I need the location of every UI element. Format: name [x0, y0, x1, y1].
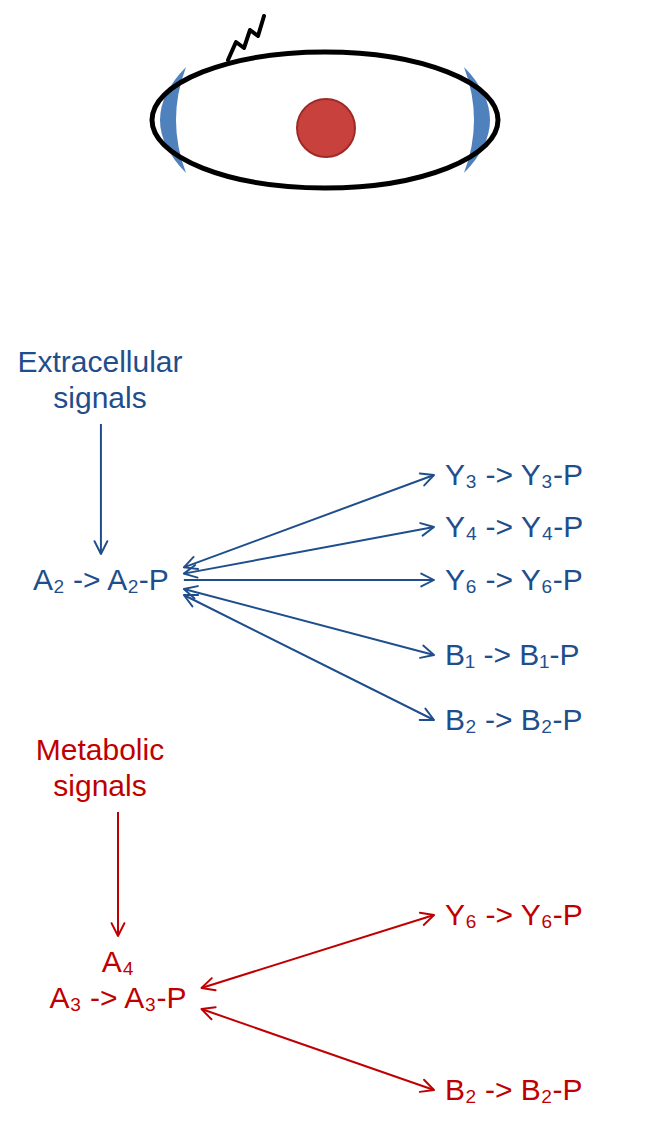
node-text: B₂ -> B₂-P — [445, 702, 583, 738]
signal-node: B₂ -> B₂-P — [442, 1070, 586, 1110]
signal-arrow — [184, 475, 434, 567]
signal-arrow — [184, 527, 434, 574]
node-text: Y₆ -> Y₆-P — [445, 897, 583, 933]
cell-body — [152, 52, 498, 188]
signal-arrow — [201, 915, 434, 988]
node-text: B₁ -> B₁-P — [445, 637, 579, 673]
node-text: A₂ -> A₂-P — [33, 562, 169, 598]
signal-arrow — [184, 579, 434, 581]
signal-arrow — [100, 424, 102, 554]
flagellum — [228, 16, 264, 60]
signal-node: B₁ -> B₁-P — [442, 635, 582, 675]
signal-node: Extracellular signals — [5, 342, 195, 418]
signal-node: Y₆ -> Y₆-P — [442, 895, 586, 935]
signal-node: B₂ -> B₂-P — [442, 700, 586, 740]
signal-node: A₂ -> A₂-P — [30, 560, 172, 600]
node-text: Y₃ -> Y₃-P — [445, 457, 583, 493]
node-text: A₄ — [50, 944, 187, 980]
signal-node: Y₃ -> Y₃-P — [442, 455, 586, 495]
node-text: A₃ -> A₃-P — [50, 980, 187, 1016]
cell-membrane — [152, 52, 498, 188]
node-text: Extracellular signals — [8, 344, 192, 416]
signal-node: Metabolic signals — [5, 730, 195, 806]
signal-node: Y₆ -> Y₆-P — [442, 560, 586, 600]
node-text: Y₆ -> Y₆-P — [445, 562, 583, 598]
signal-arrow — [184, 595, 434, 720]
node-text: Y₄ -> Y₄-P — [445, 509, 583, 545]
node-text: Metabolic signals — [8, 732, 192, 804]
signal-arrow — [201, 1009, 434, 1090]
signal-node: Y₄ -> Y₄-P — [442, 507, 586, 547]
node-text: B₂ -> B₂-P — [445, 1072, 583, 1108]
signal-node: A₄A₃ -> A₃-P — [47, 942, 190, 1018]
signal-arrow — [117, 812, 119, 936]
signal-arrow — [184, 589, 434, 655]
nucleus — [297, 99, 355, 157]
